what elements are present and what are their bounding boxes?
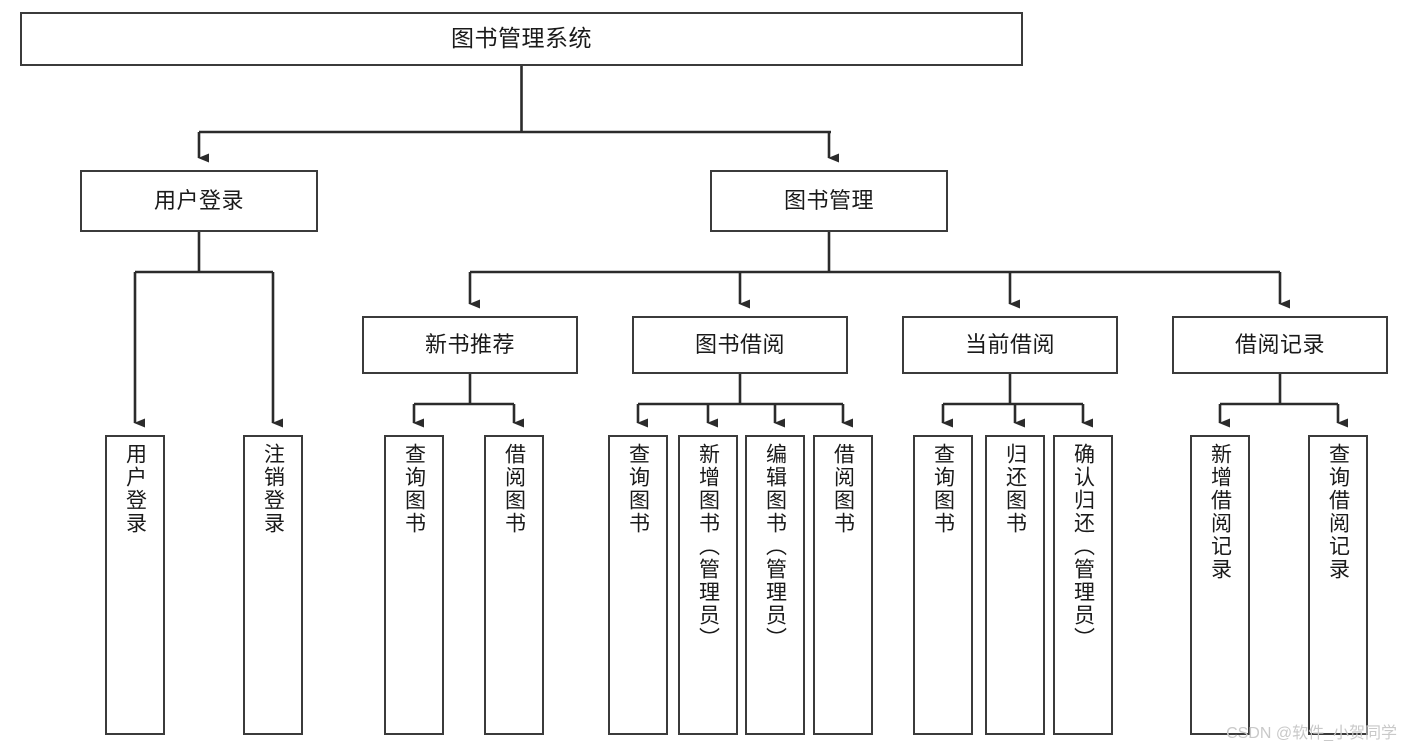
leaf-borrow-book-recommendation-label: 借阅图书 <box>502 443 526 535</box>
leaf-add-borrow-record-label: 新增借阅记录 <box>1208 443 1232 581</box>
leaf-user-login-label: 用户登录 <box>123 443 147 535</box>
node-book-borrow[interactable]: 图书借阅 <box>632 316 848 374</box>
node-borrow-record-label: 借阅记录 <box>1234 332 1325 358</box>
node-current-borrow[interactable]: 当前借阅 <box>902 316 1118 374</box>
leaf-add-book-admin[interactable]: 新增图书（管理员） <box>678 435 738 735</box>
leaf-add-book-admin-label: 新增图书（管理员） <box>696 443 720 650</box>
leaf-edit-book-admin-label: 编辑图书（管理员） <box>763 443 787 650</box>
node-root-system[interactable]: 图书管理系统 <box>20 12 1023 66</box>
node-new-book-recommendation[interactable]: 新书推荐 <box>362 316 578 374</box>
leaf-edit-book-admin[interactable]: 编辑图书（管理员） <box>745 435 805 735</box>
leaf-user-login[interactable]: 用户登录 <box>105 435 165 735</box>
node-current-borrow-label: 当前借阅 <box>964 332 1055 358</box>
leaf-query-book-recommendation-label: 查询图书 <box>402 443 426 535</box>
node-root-system-label: 图书管理系统 <box>451 25 592 52</box>
node-book-manage[interactable]: 图书管理 <box>710 170 948 232</box>
leaf-return-book-label: 归还图书 <box>1003 443 1027 535</box>
leaf-borrow-book[interactable]: 借阅图书 <box>813 435 873 735</box>
leaf-add-borrow-record[interactable]: 新增借阅记录 <box>1190 435 1250 735</box>
leaf-query-book-current[interactable]: 查询图书 <box>913 435 973 735</box>
csdn-watermark: CSDN @软件_小贺同学 <box>1226 725 1397 742</box>
node-book-manage-label: 图书管理 <box>783 188 874 214</box>
leaf-borrow-book-label: 借阅图书 <box>831 443 855 535</box>
leaf-query-book-current-label: 查询图书 <box>931 443 955 535</box>
leaf-confirm-return-admin[interactable]: 确认归还（管理员） <box>1053 435 1113 735</box>
node-user-login-label: 用户登录 <box>153 188 244 214</box>
node-borrow-record[interactable]: 借阅记录 <box>1172 316 1388 374</box>
node-new-book-recommendation-label: 新书推荐 <box>424 332 515 358</box>
leaf-query-borrow-record-label: 查询借阅记录 <box>1326 443 1350 581</box>
leaf-return-book[interactable]: 归还图书 <box>985 435 1045 735</box>
node-user-login[interactable]: 用户登录 <box>80 170 318 232</box>
leaf-query-book-borrow[interactable]: 查询图书 <box>608 435 668 735</box>
leaf-user-logout-label: 注销登录 <box>261 443 285 535</box>
leaf-borrow-book-recommendation[interactable]: 借阅图书 <box>484 435 544 735</box>
leaf-query-book-recommendation[interactable]: 查询图书 <box>384 435 444 735</box>
leaf-query-book-borrow-label: 查询图书 <box>626 443 650 535</box>
leaf-confirm-return-admin-label: 确认归还（管理员） <box>1071 443 1095 650</box>
leaf-user-logout[interactable]: 注销登录 <box>243 435 303 735</box>
leaf-query-borrow-record[interactable]: 查询借阅记录 <box>1308 435 1368 735</box>
node-book-borrow-label: 图书借阅 <box>694 332 785 358</box>
